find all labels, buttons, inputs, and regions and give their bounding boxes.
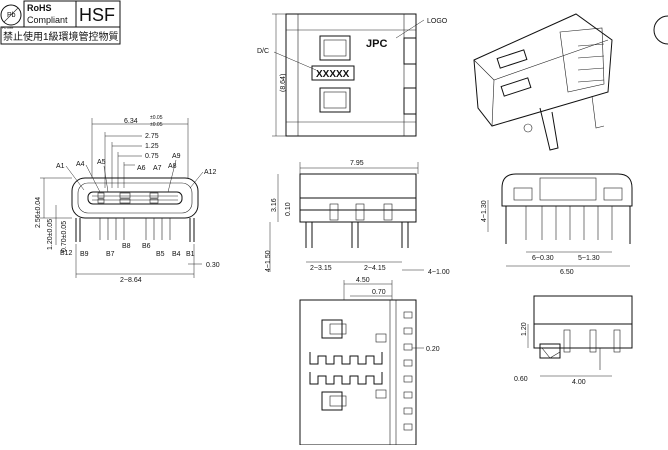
pin-a1: A1 bbox=[56, 163, 65, 170]
pcb-outline bbox=[299, 299, 417, 446]
dc-label: D/C bbox=[257, 48, 269, 55]
pin-b6: B6 bbox=[142, 243, 151, 250]
dim-bottom-width: 2~8.64 bbox=[120, 277, 142, 284]
dim-rear-h130: 4~1.30 bbox=[481, 200, 488, 222]
dim-275: 2.75 bbox=[145, 133, 159, 140]
pin-a5: A5 bbox=[97, 159, 106, 166]
top-view: XXXXX JPC D/C LOGO (8.64) bbox=[257, 13, 448, 137]
dim-side-h316: 3.16 bbox=[271, 198, 278, 212]
side-body bbox=[299, 173, 417, 199]
rohs-title: RoHS bbox=[27, 3, 52, 13]
dim-width-top: 6.34 bbox=[124, 118, 138, 125]
dim-side-width: 7.95 bbox=[350, 160, 364, 167]
dim-side-h150: 4~1.50 bbox=[265, 250, 272, 272]
dim-side-315: 2~3.15 bbox=[310, 265, 332, 272]
iso-body bbox=[473, 13, 613, 127]
brand-logo: JPC bbox=[366, 38, 387, 50]
pb-free-sub: Pb free bbox=[2, 26, 13, 30]
pin-b9: B9 bbox=[80, 251, 89, 258]
pin-a9: A9 bbox=[172, 153, 181, 160]
dim-tol-bottom: ±0.05 bbox=[150, 122, 163, 128]
dim-h070: 0.70±0.05 bbox=[61, 221, 68, 252]
pin-b5: B5 bbox=[156, 251, 165, 258]
dim-side-415: 2~4.15 bbox=[364, 265, 386, 272]
pb-mark: Pb bbox=[7, 12, 16, 19]
halogen-free-icon bbox=[653, 15, 668, 45]
dim-side-100: 4~1.00 bbox=[428, 269, 450, 276]
pin-a7: A7 bbox=[153, 165, 162, 172]
pin-b7: B7 bbox=[106, 251, 115, 258]
dim-lead-width: 0.30 bbox=[206, 262, 220, 269]
dim-pcb-450: 4.50 bbox=[356, 277, 370, 284]
pin-b8: B8 bbox=[122, 243, 131, 250]
logo-label: LOGO bbox=[427, 18, 448, 25]
top-window-lower bbox=[319, 87, 351, 113]
dim-125: 1.25 bbox=[145, 143, 159, 150]
dim-h120: 1.20±0.05 bbox=[47, 219, 54, 250]
dim-profile-400: 4.00 bbox=[572, 379, 586, 386]
rear-view: 4~1.30 6~0.30 5~1.30 6.50 bbox=[481, 173, 633, 276]
receptacle-shell bbox=[71, 177, 199, 219]
date-code-value: XXXXX bbox=[316, 69, 350, 80]
rear-body bbox=[501, 173, 633, 207]
pin-a8: A8 bbox=[168, 163, 177, 170]
hsf-label: HSF bbox=[79, 5, 115, 25]
dim-height-left: 2.56±0.04 bbox=[35, 197, 42, 228]
pcb-footprint-view: 4.50 0.70 0.20 bbox=[299, 277, 440, 446]
pin-a12: A12 bbox=[204, 169, 217, 176]
dim-075: 0.75 bbox=[145, 153, 159, 160]
compliance-badges: Pb Pb free RoHS Compliant HSF 禁止使用1級環境管控… bbox=[0, 0, 121, 45]
rohs-sub: Compliant bbox=[27, 15, 68, 25]
pb-free-icon bbox=[0, 4, 22, 26]
profile-view: 1.20 0.60 4.00 bbox=[514, 295, 633, 386]
pin-b4: B4 bbox=[172, 251, 181, 258]
banned-substance-text: 禁止使用1級環境管控物質 bbox=[3, 30, 119, 43]
pin-b12: B12 bbox=[60, 250, 73, 257]
side-view: 7.95 3.16 0.10 4~1.50 2~3.15 2~4.15 4~1.… bbox=[265, 160, 450, 276]
dim-rear-030: 6~0.30 bbox=[532, 255, 554, 262]
pin-b1: B1 bbox=[186, 251, 195, 258]
isometric-view bbox=[473, 13, 668, 151]
pin-a4: A4 bbox=[76, 161, 85, 168]
date-code-box bbox=[311, 65, 355, 81]
dim-rear-width: 6.50 bbox=[560, 269, 574, 276]
dim-rear-130: 5~1.30 bbox=[578, 255, 600, 262]
top-view-body bbox=[285, 13, 417, 137]
tongue bbox=[87, 191, 183, 205]
dim-pcb-070: 0.70 bbox=[372, 289, 386, 296]
dim-profile-h120: 1.20 bbox=[521, 322, 528, 336]
dim-pcb-020: 0.20 bbox=[426, 346, 440, 353]
dim-top-height: (8.64) bbox=[280, 74, 287, 92]
top-window-upper bbox=[319, 35, 351, 61]
dim-tol-top: ±0.05 bbox=[150, 115, 163, 121]
dim-profile-060: 0.60 bbox=[514, 376, 528, 383]
pin-a6: A6 bbox=[137, 165, 146, 172]
dim-side-d010: 0.10 bbox=[285, 202, 292, 216]
profile-body bbox=[533, 295, 633, 325]
front-view: 6.34 ±0.05 ±0.05 2.75 1.25 0.75 bbox=[35, 115, 220, 284]
